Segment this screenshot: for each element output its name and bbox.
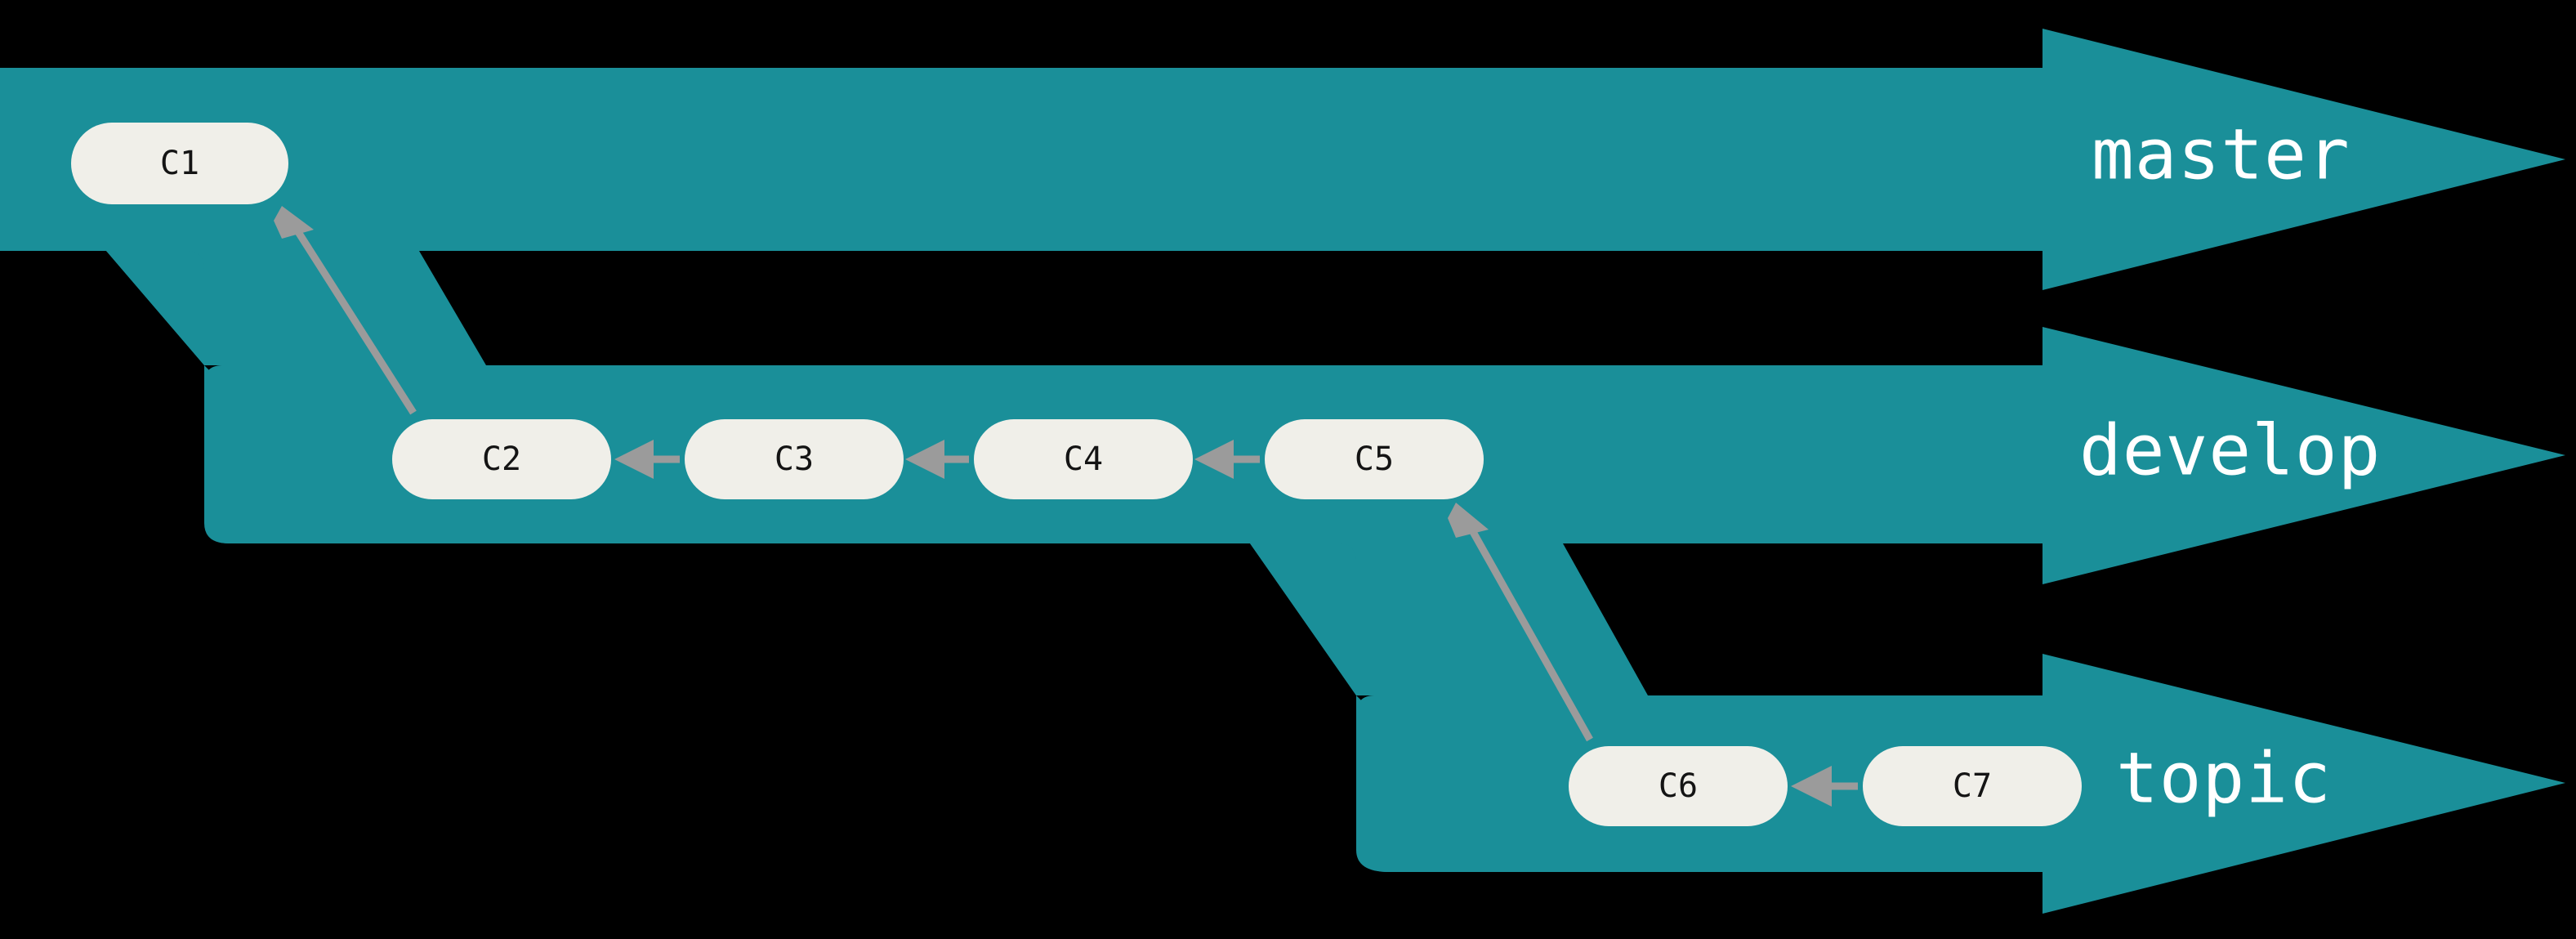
commit-node-c2[interactable]: C2 xyxy=(392,419,611,499)
commit-edges-layer xyxy=(274,206,1858,807)
commit-node-c7[interactable]: C7 xyxy=(1863,746,2082,826)
branch-label-master[interactable]: master xyxy=(2092,114,2351,195)
connector-band-master-to-develop xyxy=(106,251,384,543)
commit-node-c4-label: C4 xyxy=(1064,440,1103,478)
commit-edge-c6-to-c5 xyxy=(1448,503,1593,742)
commit-nodes-layer: C1 C2 C3 C4 C5 C6 xyxy=(71,123,2082,826)
commit-node-c5-label: C5 xyxy=(1355,440,1394,478)
branch-bands-layer xyxy=(0,29,2565,914)
commit-node-c3[interactable]: C3 xyxy=(685,419,904,499)
commit-node-c1-label: C1 xyxy=(160,145,199,182)
commit-node-c1[interactable]: C1 xyxy=(71,123,288,204)
commit-node-c4[interactable]: C4 xyxy=(974,419,1193,499)
commit-node-c6[interactable]: C6 xyxy=(1569,746,1788,826)
commit-node-c7-label: C7 xyxy=(1953,767,1992,805)
branch-band-master xyxy=(0,29,2565,365)
commit-node-c6-label: C6 xyxy=(1659,767,1698,805)
commit-edge-c5-to-c4 xyxy=(1194,440,1260,479)
connector-band-develop-to-topic xyxy=(1250,543,1536,872)
branch-labels-layer: master develop topic xyxy=(2079,114,2381,819)
commit-node-c2-label: C2 xyxy=(482,440,521,478)
commit-edge-c2-to-c1 xyxy=(274,206,417,415)
branch-label-develop[interactable]: develop xyxy=(2079,409,2381,491)
commit-node-c5[interactable]: C5 xyxy=(1265,419,1484,499)
commit-edge-c7-to-c6 xyxy=(1791,766,1858,807)
commit-edge-c3-to-c2 xyxy=(614,440,680,479)
branch-band-develop xyxy=(204,327,2565,695)
commit-node-c3-label: C3 xyxy=(775,440,814,478)
branch-label-topic[interactable]: topic xyxy=(2116,737,2332,819)
commit-edge-c4-to-c3 xyxy=(905,440,969,479)
